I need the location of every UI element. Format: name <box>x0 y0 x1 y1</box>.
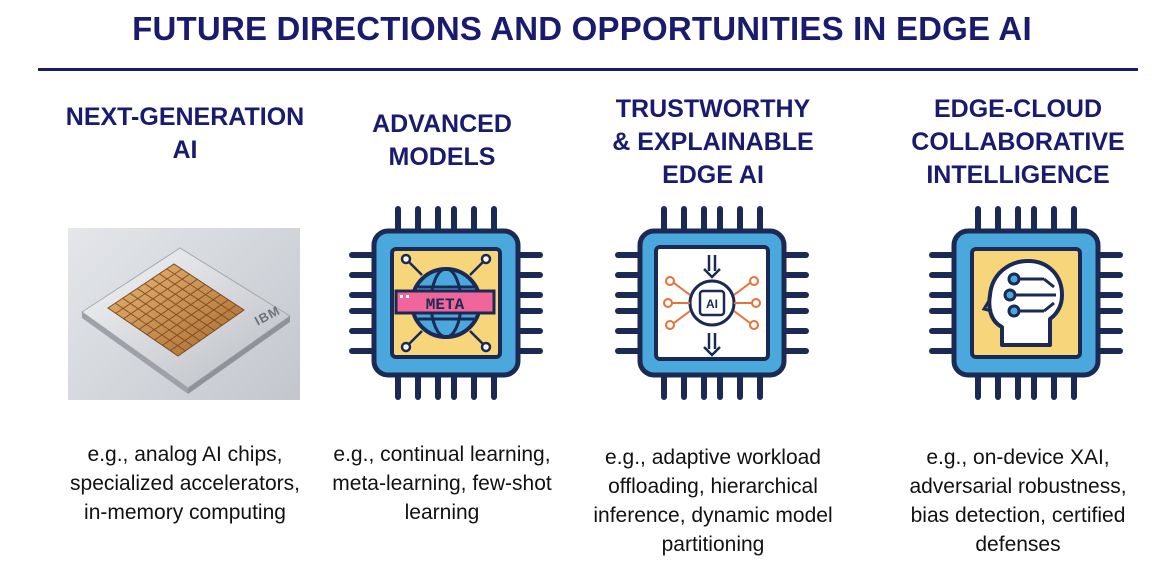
description-line: in-memory computing <box>84 501 286 524</box>
column-heading: TRUSTWORTHY & EXPLAINABLE EDGE AI <box>578 93 848 192</box>
heading-line: & EXPLAINABLE <box>612 128 814 156</box>
die-grid-line <box>123 273 190 320</box>
heading-line: AI <box>172 136 198 164</box>
description-line: e.g., analog AI chips, <box>87 443 283 466</box>
meta-globe-chip-icon: META <box>349 206 543 400</box>
description-line: defenses <box>975 533 1061 556</box>
ai-label: AI <box>706 297 718 311</box>
die-grid-line <box>115 302 186 352</box>
description-line: specialized accelerators, <box>70 472 300 495</box>
description-line: bias detection, certified <box>910 504 1126 527</box>
die-grid-line <box>159 273 230 321</box>
column-description: e.g., continual learning, meta-learning,… <box>307 440 577 527</box>
description-line: learning <box>404 501 480 524</box>
heading-line: ADVANCED <box>372 110 512 138</box>
description-line: offloading, hierarchical <box>608 475 818 498</box>
column-trustworthy-explainable-edge-ai: TRUSTWORTHY & EXPLAINABLE EDGE AI e.g., … <box>578 0 848 564</box>
die-grid-line <box>166 268 237 316</box>
column-heading: NEXT-GENERATION AI <box>50 101 320 167</box>
heading-line: EDGE AI <box>662 161 764 189</box>
column-description: e.g., adaptive workload offloading, hier… <box>578 443 848 559</box>
description-line: e.g., continual learning, <box>333 443 551 466</box>
column-description: e.g., on-device XAI, adversarial robustn… <box>883 443 1153 559</box>
die-grid-line <box>131 278 198 325</box>
die-grid-line <box>138 284 206 330</box>
heading-line: INTELLIGENCE <box>926 161 1110 189</box>
die-grid-line <box>137 288 208 336</box>
column-edge-cloud-collaborative-intelligence: EDGE-CLOUD COLLABORATIVE INTELLIGENCE e.… <box>883 0 1153 564</box>
column-heading: EDGE-CLOUD COLLABORATIVE INTELLIGENCE <box>883 93 1153 192</box>
die-grid-line <box>144 283 215 331</box>
column-description: e.g., analog AI chips, specialized accel… <box>50 440 320 527</box>
ai-offload-chip-icon: AI <box>615 206 809 400</box>
die-grid-line <box>146 289 214 336</box>
title-divider <box>38 68 1138 71</box>
description-line: inference, dynamic model <box>593 504 833 527</box>
analog-ai-chip-photo: IBM <box>68 228 300 400</box>
heading-line: COLLABORATIVE <box>911 128 1125 156</box>
heading-line: EDGE-CLOUD <box>933 95 1103 123</box>
column-advanced-models: ADVANCED MODELS e.g., continual learning… <box>307 0 577 564</box>
description-line: e.g., on-device XAI, <box>926 446 1110 469</box>
description-line: adversarial robustness, <box>909 475 1127 498</box>
column-heading: ADVANCED MODELS <box>307 108 577 174</box>
die-grid-line <box>154 294 221 341</box>
heading-line: NEXT-GENERATION <box>65 103 305 131</box>
description-line: partitioning <box>661 533 765 556</box>
description-line: e.g., adaptive workload <box>605 446 821 469</box>
heading-line: MODELS <box>388 143 496 171</box>
die-grid-line <box>169 304 237 352</box>
ai-head-chip-icon <box>929 206 1123 400</box>
column-next-generation-ai: NEXT-GENERATION AI e.g., analog AI chips… <box>50 0 320 564</box>
description-line: meta-learning, few-shot <box>332 472 552 495</box>
heading-line: TRUSTWORTHY <box>615 95 811 123</box>
page-title: FUTURE DIRECTIONS AND OPPORTUNITIES IN E… <box>132 10 1032 47</box>
die-grid-line <box>129 292 201 342</box>
die-grid-line <box>162 299 229 346</box>
die-grid-line <box>151 278 223 326</box>
die-grid-line <box>122 297 193 347</box>
meta-label: META <box>426 296 465 314</box>
die-grid-line <box>115 268 183 314</box>
